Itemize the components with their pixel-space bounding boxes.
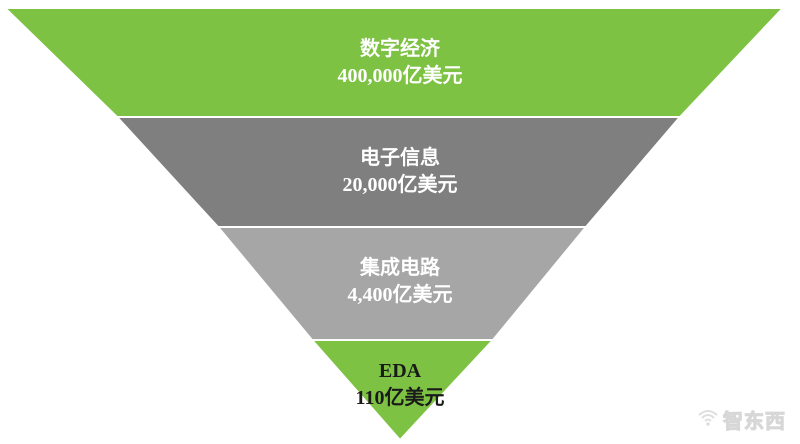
tier-name: 电子信息 — [360, 147, 440, 169]
tier-label-electronic-information: 电子信息 20,000亿美元 — [0, 145, 800, 199]
watermark-logo: 智东西 — [697, 405, 786, 434]
wifi-signal-icon — [697, 407, 719, 432]
tier-label-digital-economy: 数字经济 400,000亿美元 — [0, 36, 800, 90]
tier-name: EDA — [378, 360, 422, 382]
tier-value: 4,400亿美元 — [347, 284, 453, 306]
tier-name: 数字经济 — [360, 38, 440, 60]
tier-name: 集成电路 — [360, 257, 440, 279]
tier-label-integrated-circuits: 集成电路 4,400亿美元 — [0, 255, 800, 309]
pyramid-tier-eda — [309, 339, 496, 442]
tier-value: 110亿美元 — [355, 387, 445, 409]
tier-value: 400,000亿美元 — [337, 65, 463, 87]
tier-label-eda: EDA 110亿美元 — [0, 358, 800, 412]
tier-value: 20,000亿美元 — [342, 174, 458, 196]
watermark-text: 智东西 — [723, 409, 786, 434]
